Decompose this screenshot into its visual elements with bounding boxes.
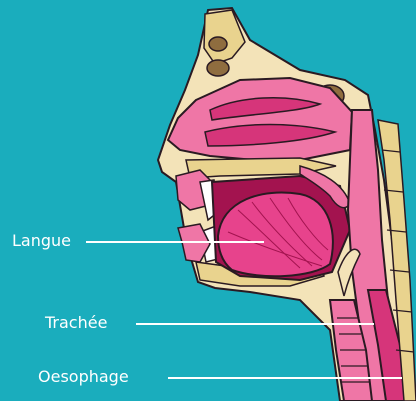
leader-line-langue	[86, 241, 264, 243]
label-trachee: Trachée	[45, 314, 107, 332]
leader-line-oesophage	[168, 377, 402, 379]
label-langue: Langue	[12, 232, 71, 250]
nasal-bone-sinus	[207, 60, 229, 76]
leader-line-trachee	[136, 323, 374, 325]
label-oesophage: Oesophage	[38, 368, 129, 386]
frontal-sinus	[209, 37, 227, 51]
